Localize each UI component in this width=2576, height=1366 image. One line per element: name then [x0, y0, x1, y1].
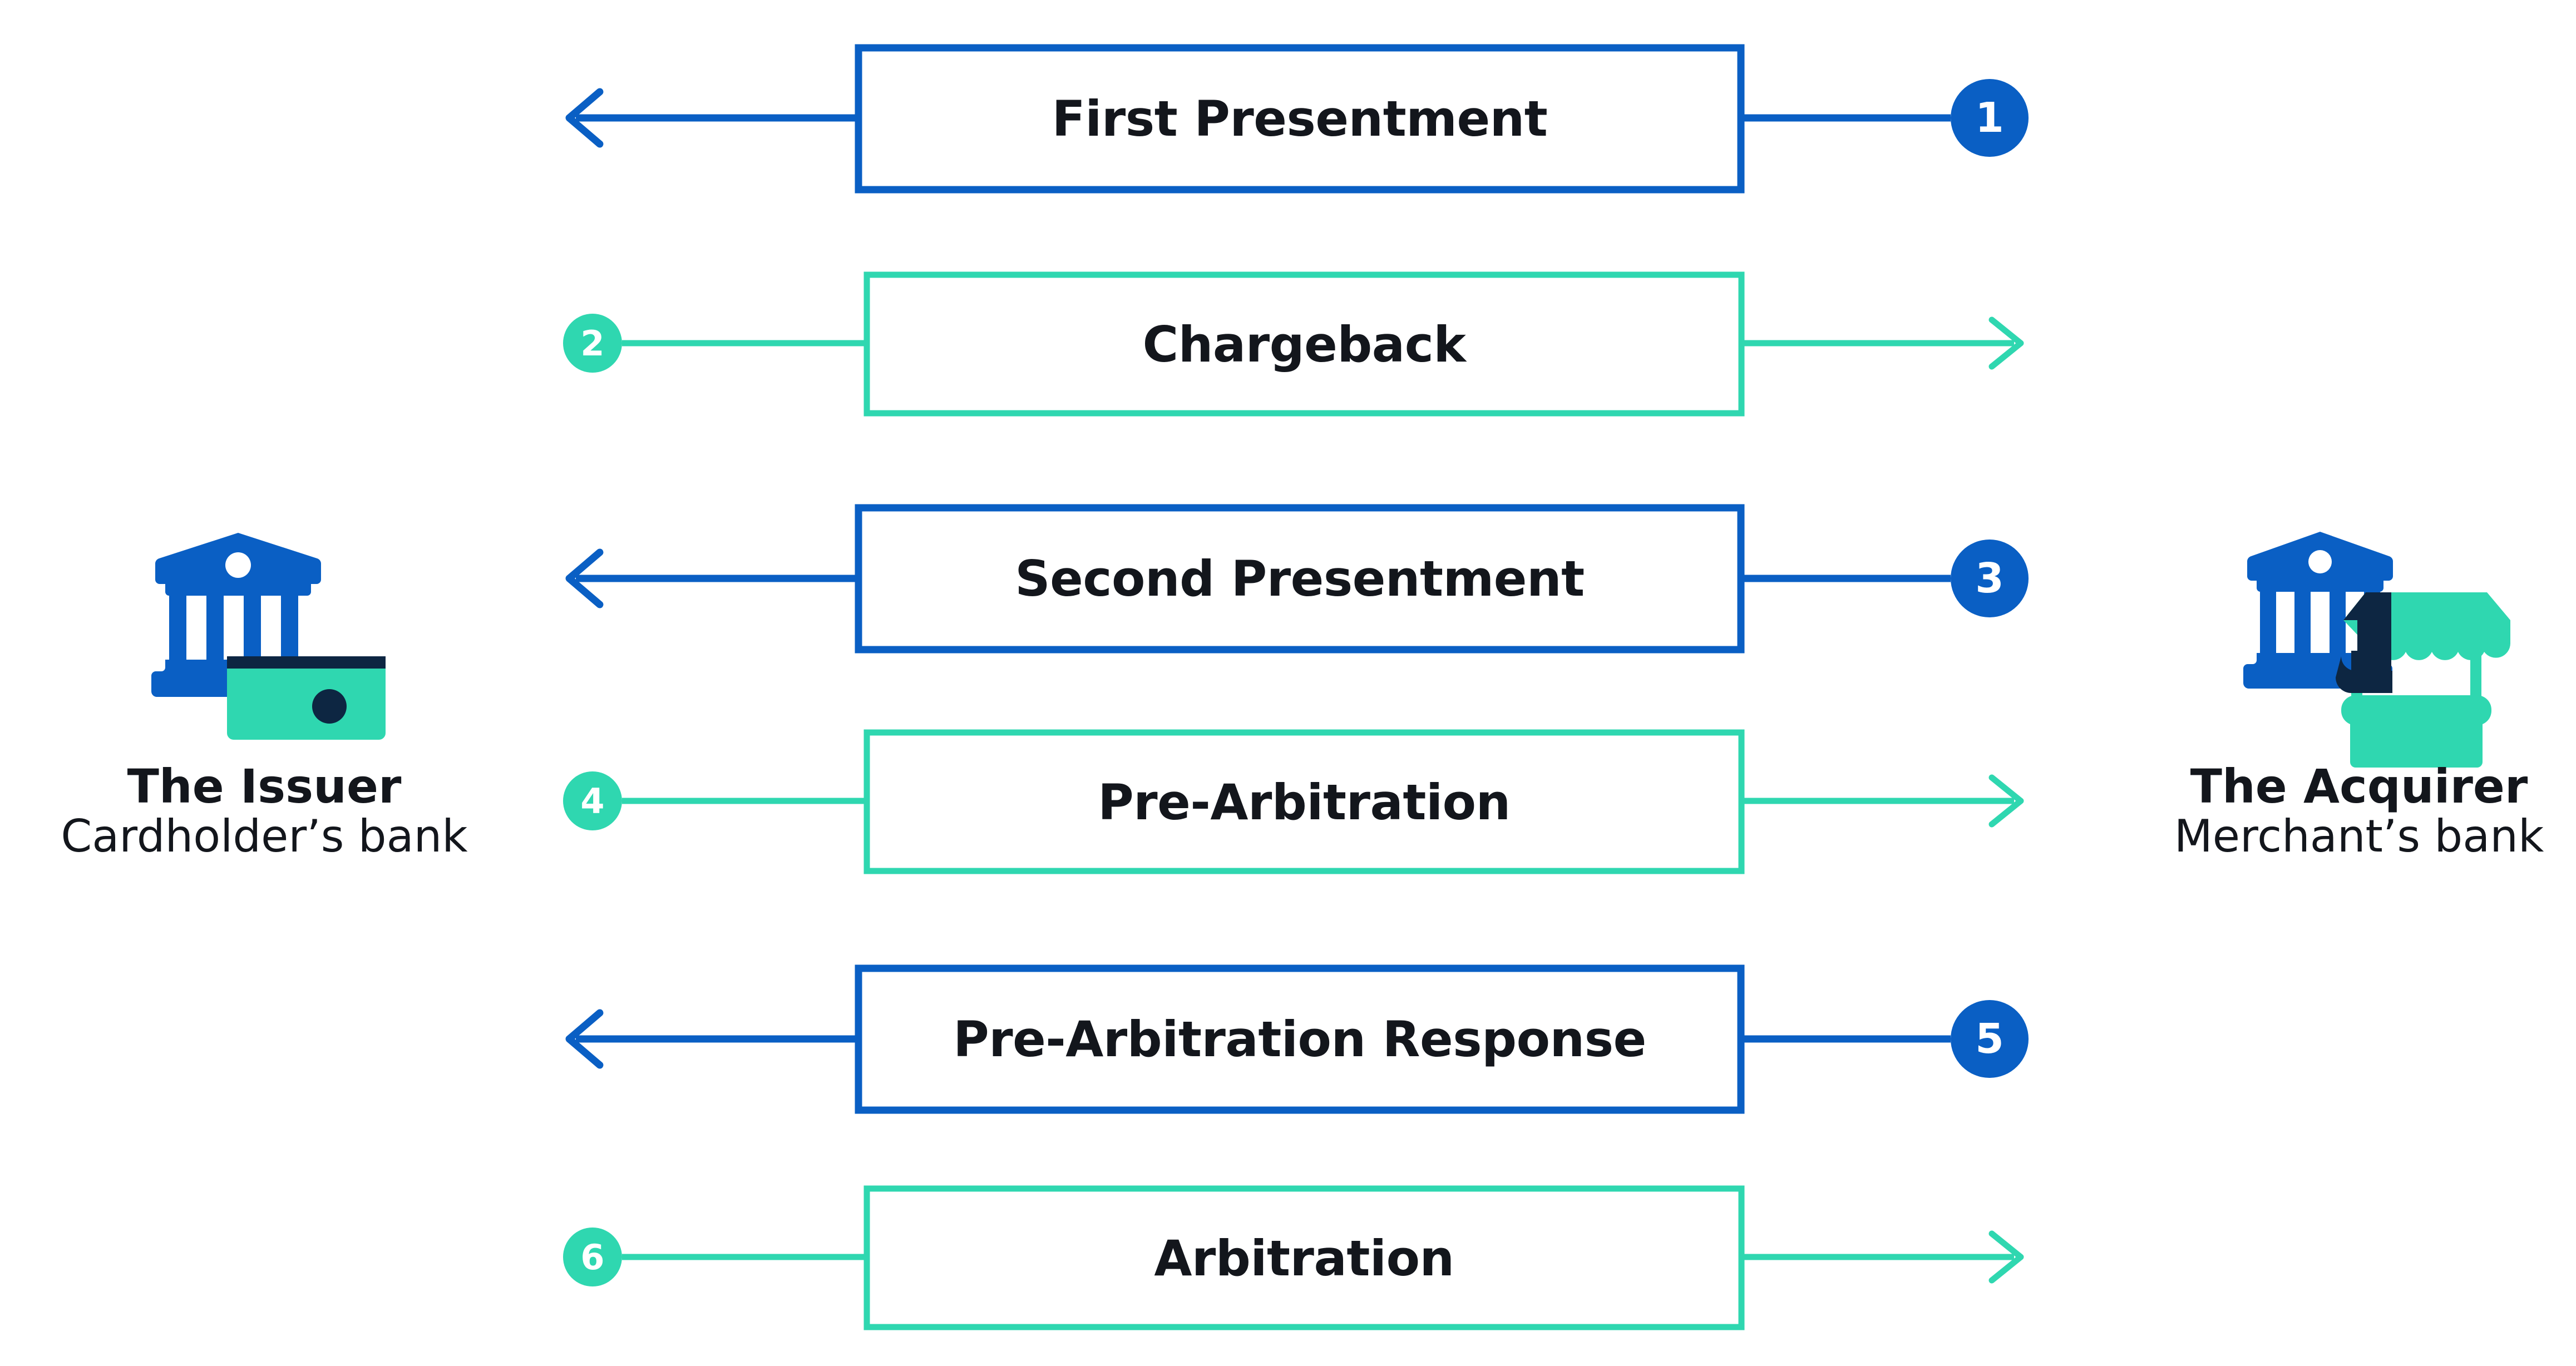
- card-shape: [227, 656, 386, 740]
- step-badge-4[interactable]: [563, 771, 622, 830]
- arrowhead-right-2: [1988, 316, 2024, 370]
- step-label-3: Second Presentment: [1015, 550, 1585, 607]
- step-number-1: 1: [1975, 94, 2004, 142]
- party-right-subtitle: Merchant’s bank: [2174, 810, 2544, 863]
- step-label-2: Chargeback: [1142, 316, 1466, 373]
- step-row-2: [563, 271, 2024, 417]
- party-right: The Acquirer Merchant’s bank: [2081, 762, 2576, 862]
- step-number-2: 2: [580, 323, 605, 364]
- step-badge-5[interactable]: [1951, 1000, 2029, 1078]
- step-badge-1[interactable]: [1951, 79, 2029, 157]
- party-left-title: The Issuer: [127, 759, 402, 814]
- arrowhead-right-6: [1988, 1230, 2024, 1284]
- bank-pediment-dot: [2308, 550, 2332, 573]
- step-box-6[interactable]: [863, 1185, 1745, 1330]
- arrowhead-left-3: [565, 548, 604, 608]
- step-badge-3[interactable]: [1951, 540, 2029, 617]
- step-label-1: First Presentment: [1052, 90, 1548, 147]
- step-row-4: [563, 729, 2024, 874]
- arrowhead-left-5: [565, 1009, 604, 1069]
- step-number-3: 3: [1975, 555, 2004, 602]
- step-label-4: Pre-Arbitration: [1098, 774, 1511, 831]
- step-row-5: [565, 964, 2029, 1114]
- step-box-5[interactable]: [855, 964, 1745, 1114]
- party-left-subtitle: Cardholder’s bank: [61, 810, 468, 863]
- bank-store-icon: [2243, 532, 2510, 768]
- step-number-5: 5: [1975, 1015, 2004, 1063]
- bank-pediment-dot: [225, 552, 251, 578]
- party-left: The Issuer Cardholder’s bank: [0, 762, 542, 862]
- step-badge-2[interactable]: [563, 314, 622, 373]
- step-box-3[interactable]: [855, 504, 1745, 654]
- step-number-4: 4: [580, 781, 605, 821]
- step-number-6: 6: [580, 1237, 605, 1278]
- step-label-6: Arbitration: [1154, 1230, 1454, 1287]
- step-badge-6[interactable]: [563, 1228, 622, 1286]
- step-box-4[interactable]: [863, 729, 1745, 874]
- party-right-title: The Acquirer: [2190, 759, 2528, 814]
- arrowhead-right-4: [1988, 774, 2024, 828]
- step-box-1[interactable]: [855, 44, 1745, 194]
- step-row-6: [563, 1185, 2024, 1330]
- bank-card-icon: [151, 533, 386, 740]
- step-label-5: Pre-Arbitration Response: [953, 1011, 1646, 1068]
- step-row-1: [565, 44, 2029, 194]
- step-box-2[interactable]: [863, 271, 1745, 417]
- step-row-3: [565, 504, 2029, 654]
- arrowhead-left-1: [565, 88, 604, 148]
